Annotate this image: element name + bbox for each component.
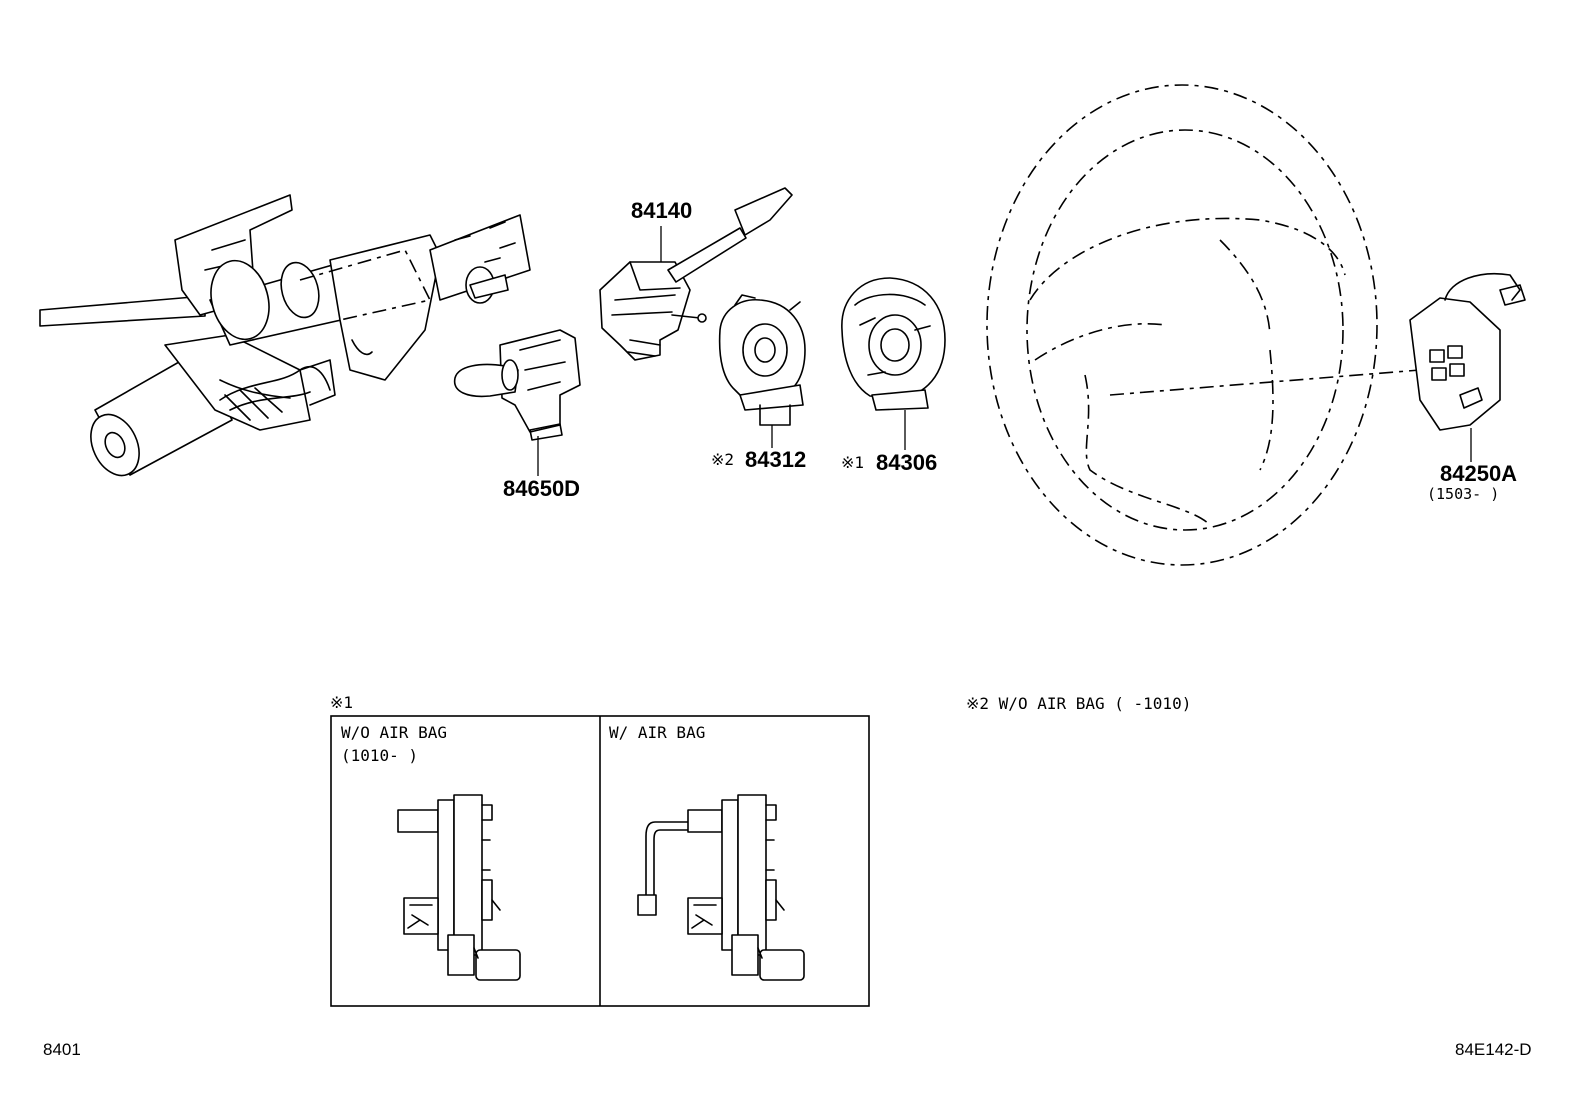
inset-left-title: W/O AIR BAG bbox=[341, 723, 447, 742]
inset-marker: ※1 bbox=[330, 693, 353, 712]
part-number-84140: 84140 bbox=[631, 198, 692, 223]
note-marker-1: ※1 bbox=[841, 453, 864, 472]
inset-left-range: (1010- ) bbox=[341, 746, 418, 765]
inset-right-title: W/ AIR BAG bbox=[609, 723, 705, 742]
part-84250A-drawing bbox=[1409, 272, 1526, 431]
part-number-84312: 84312 bbox=[745, 447, 806, 472]
part-number-84306: 84306 bbox=[876, 450, 937, 475]
figure-code-left: 8401 bbox=[43, 1040, 81, 1059]
inset-switch-with-airbag bbox=[637, 794, 805, 981]
part-84250A-date-range: (1503- ) bbox=[1427, 485, 1499, 503]
figure-code-right: 84E142-D bbox=[1455, 1040, 1532, 1059]
steering-column-assembly bbox=[39, 194, 531, 477]
part-number-84650D: 84650D bbox=[503, 476, 580, 501]
part-84140-drawing bbox=[599, 187, 793, 361]
note-2-text: ※2 W/O AIR BAG ( -1010) bbox=[966, 694, 1191, 713]
note-marker-2: ※2 bbox=[711, 450, 734, 469]
part-84650D-drawing bbox=[453, 329, 581, 441]
steering-wheel-phantom bbox=[986, 84, 1421, 566]
part-number-84250A: 84250A bbox=[1440, 461, 1517, 486]
part-84312-drawing bbox=[718, 294, 806, 426]
inset-switch-without-airbag bbox=[397, 794, 521, 981]
part-84306-drawing bbox=[841, 277, 946, 411]
